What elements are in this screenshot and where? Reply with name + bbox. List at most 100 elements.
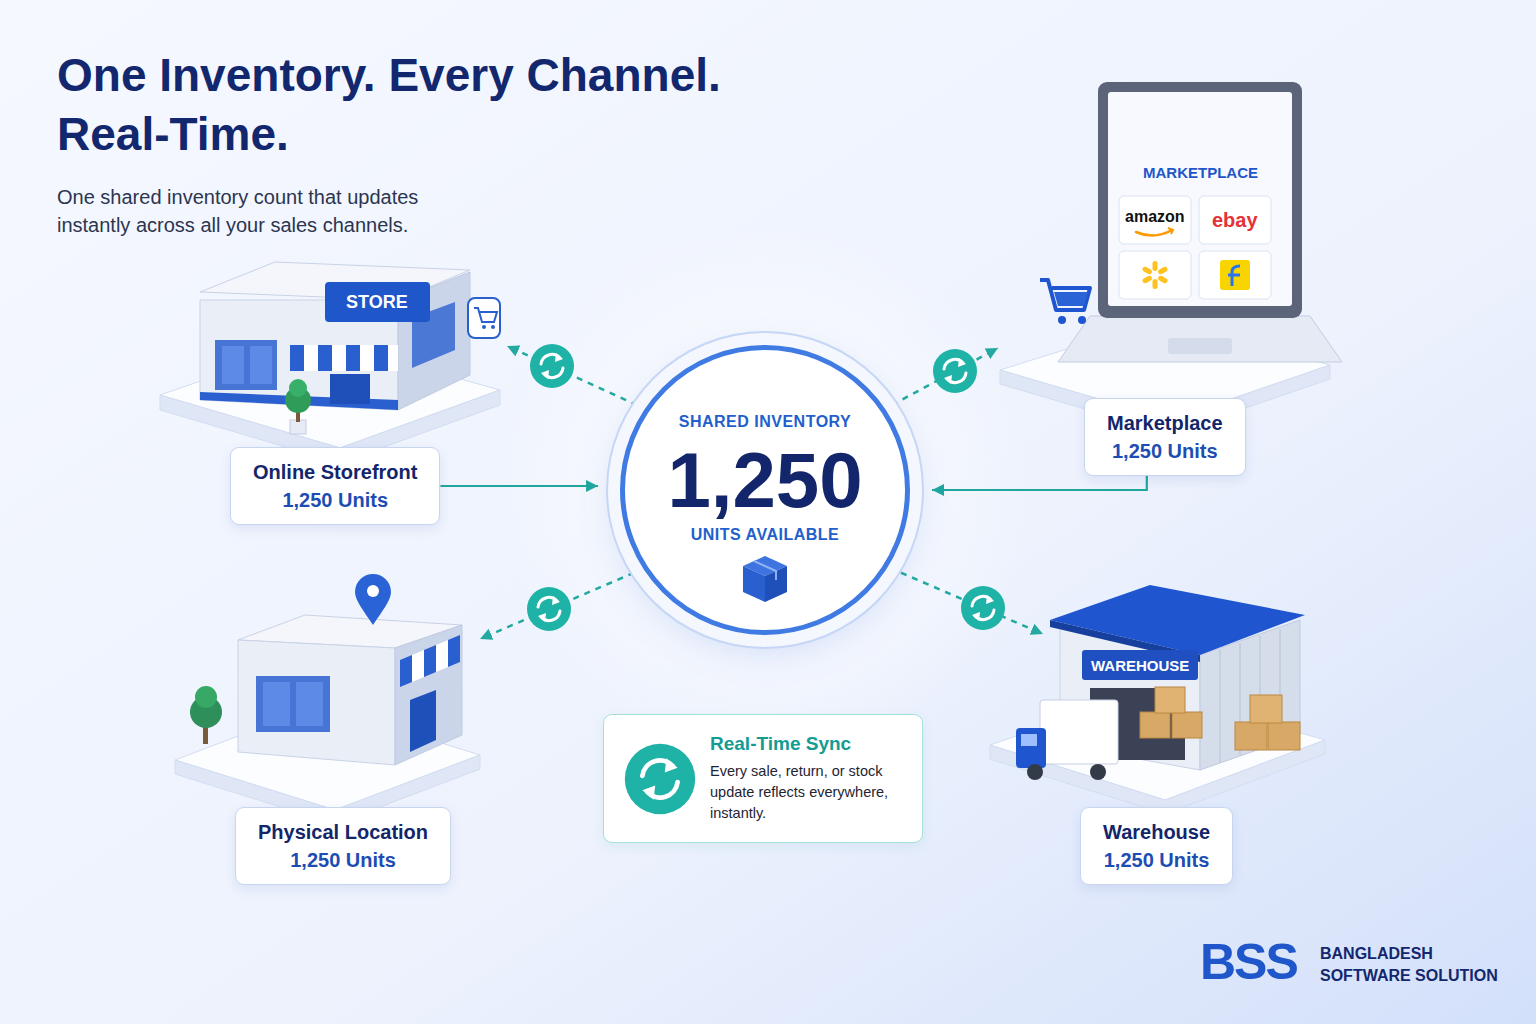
laptop-illustration [1153,261,1158,271]
company-logo: BSS [1200,933,1297,991]
laptop-illustration [1040,280,1090,310]
box-icon [743,566,765,602]
warehouse-illustration [1250,695,1282,723]
store-illustration [250,346,272,384]
warehouse-illustration [1155,687,1185,713]
flow-arrow [440,485,598,487]
store-illustration [304,345,318,371]
warehouse-illustration [1090,764,1106,780]
hub-subtitle: UNITS AVAILABLE [691,525,840,544]
warehouse-illustration [1140,712,1170,738]
sync-arrow [480,568,645,639]
warehouse-illustration [1082,650,1198,680]
laptop-illustration [1199,196,1271,244]
note-heading: Real-Time Sync [710,733,906,755]
note-body: Every sale, return, or stock update refl… [710,761,906,824]
laptop-illustration [1108,92,1292,306]
box-icon [754,561,776,580]
hub-heading: SHARED INVENTORY [679,412,851,431]
shop-illustration [395,625,462,765]
store-illustration [290,345,304,371]
sign-text: WAREHOUSE [1091,657,1189,674]
sync-icon [527,587,571,631]
hub-number: 1,250 [667,441,862,519]
sync-icon [961,586,1005,630]
store-illustration [290,420,306,434]
channel-box: Warehouse1,250 Units [1080,807,1233,885]
store-illustration [468,298,500,338]
shop-illustration [238,640,395,765]
channel-name: Warehouse [1103,818,1210,846]
unit-count: 1,250 Units [258,846,428,874]
store-illustration [318,345,332,371]
brand-logo: ebay [1212,209,1258,232]
warehouse-illustration [1021,734,1037,746]
laptop-illustration [1119,196,1191,244]
shop-illustration [175,574,480,824]
shop-illustration [410,690,436,752]
channel-box: Online Storefront1,250 Units [230,447,440,525]
store-illustration [374,345,388,371]
laptop-illustration [1119,251,1191,299]
store-illustration [332,345,346,371]
laptop-illustration [1220,260,1250,290]
sync-icon [625,743,695,813]
shop-illustration [195,686,217,708]
shop-illustration [448,635,460,667]
laptop-illustration [1168,228,1173,234]
warehouse-illustration [1050,585,1305,655]
laptop-illustration [1098,82,1302,318]
company-name: BANGLADESH SOFTWARE SOLUTION [1320,943,1510,986]
store-illustration [482,325,486,329]
laptop-illustration [1168,338,1232,354]
laptop-illustration [1142,266,1153,275]
warehouse-illustration [1016,728,1046,768]
inventory-circle: SHARED INVENTORY 1,250UNITS AVAILABLE [620,345,910,635]
sync-icon [530,344,574,388]
shop-illustration [256,676,330,732]
store-illustration [289,379,307,397]
channel-name: Physical Location [258,818,428,846]
brand-logo: amazon [1125,208,1185,226]
laptop-illustration [1078,316,1086,324]
box-icon [737,550,793,606]
unit-count: 1,250 Units [1107,437,1223,465]
laptop-illustration [1054,292,1088,306]
store-illustration [160,262,500,463]
screen-heading: MARKETPLACE [1143,164,1258,181]
store-illustration [474,308,497,322]
store-illustration [330,374,370,404]
laptop-illustration [1142,261,1169,289]
laptop-illustration [1157,266,1168,275]
laptop-illustration [1058,316,1342,362]
channel-box: Marketplace1,250 Units [1084,398,1246,476]
page-title: One Inventory. Every Channel. Real-Time. [57,46,757,164]
sync-arrow [890,568,1043,634]
warehouse-illustration [1235,722,1267,750]
store-illustration [215,340,277,390]
store-illustration [325,282,430,322]
laptop-illustration [1228,266,1240,286]
sign-text: STORE [346,292,408,313]
store-illustration [346,345,360,371]
shop-illustration [412,650,424,682]
sync-note: Real-Time SyncEvery sale, return, or sto… [603,714,923,843]
unit-count: 1,250 Units [1103,846,1210,874]
sync-icon [622,741,698,817]
flow-arrow [932,476,1147,490]
unit-count: 1,250 Units [253,486,417,514]
laptop-illustration [1058,316,1066,324]
sync-arrow [507,346,637,405]
shop-illustration [367,585,379,597]
shop-illustration [436,640,448,672]
channel-box: Physical Location1,250 Units [235,807,451,885]
sync-arrow [480,346,1043,639]
store-illustration [222,346,244,384]
shop-illustration [355,574,391,625]
channel-name: Online Storefront [253,458,417,486]
channel-name: Marketplace [1107,409,1223,437]
laptop-illustration [1000,82,1342,434]
warehouse-illustration [1040,700,1118,764]
